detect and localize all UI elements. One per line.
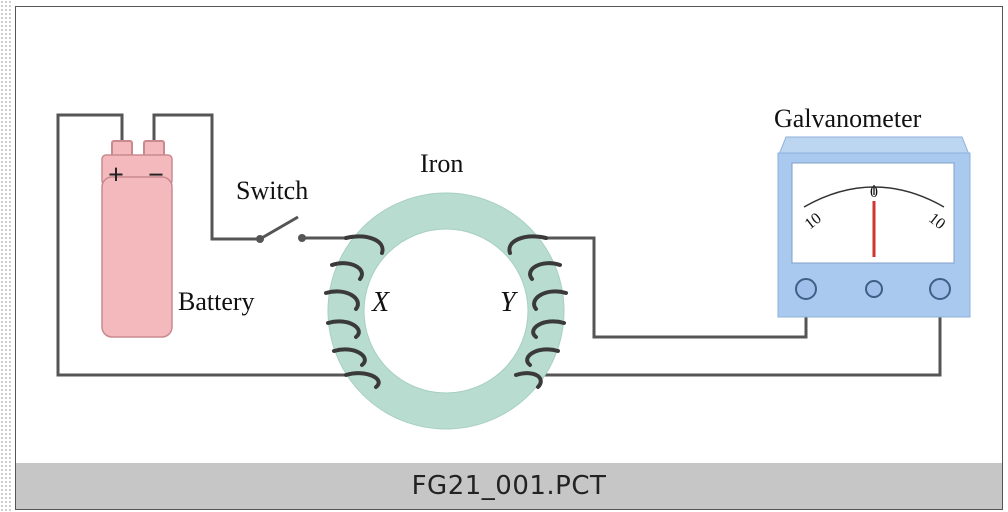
iron-label: Iron xyxy=(420,149,463,178)
battery-plus-sign: + xyxy=(108,160,124,191)
figure-frame: + − Battery Switch Iron xyxy=(15,6,1003,510)
galvanometer-terminal-right[interactable] xyxy=(929,278,951,300)
galvanometer-label: Galvanometer xyxy=(774,104,922,133)
iron-ring xyxy=(328,193,564,429)
switch-contact-right xyxy=(298,234,306,242)
switch-label: Switch xyxy=(236,176,308,205)
iron-ring-outer-edge xyxy=(327,192,565,430)
wire-coil-y-to-galvanometer-left xyxy=(546,236,808,339)
iron-ring-inner-edge xyxy=(363,228,529,394)
coil-y-label: Y xyxy=(500,287,519,318)
dotted-margin xyxy=(0,0,12,512)
galvanometer-scale-center: 0 xyxy=(870,184,878,201)
wire-battery-plus-loop xyxy=(56,113,356,377)
switch[interactable] xyxy=(256,215,306,243)
coil-x xyxy=(324,234,385,389)
coil-x-label: X xyxy=(371,287,390,318)
coil-y xyxy=(507,234,568,389)
battery-minus-sign: − xyxy=(148,160,164,191)
caption-bar: FG21_001.PCT xyxy=(16,463,1002,509)
wire-coil-y-bottom-to-galvanometer-right xyxy=(516,293,942,377)
switch-lever[interactable] xyxy=(259,215,299,241)
battery: + − xyxy=(101,140,173,338)
battery-label: Battery xyxy=(178,287,255,316)
wire-battery-minus-to-switch xyxy=(152,113,258,241)
galvanometer: 0 10 10 xyxy=(777,136,971,318)
galvanometer-knob-center[interactable] xyxy=(865,280,883,298)
wires xyxy=(56,113,942,377)
caption-text: FG21_001.PCT xyxy=(411,471,607,501)
battery-body xyxy=(101,176,173,338)
galvanometer-terminal-left[interactable] xyxy=(795,278,817,300)
circuit-diagram: + − Battery Switch Iron xyxy=(56,104,971,430)
